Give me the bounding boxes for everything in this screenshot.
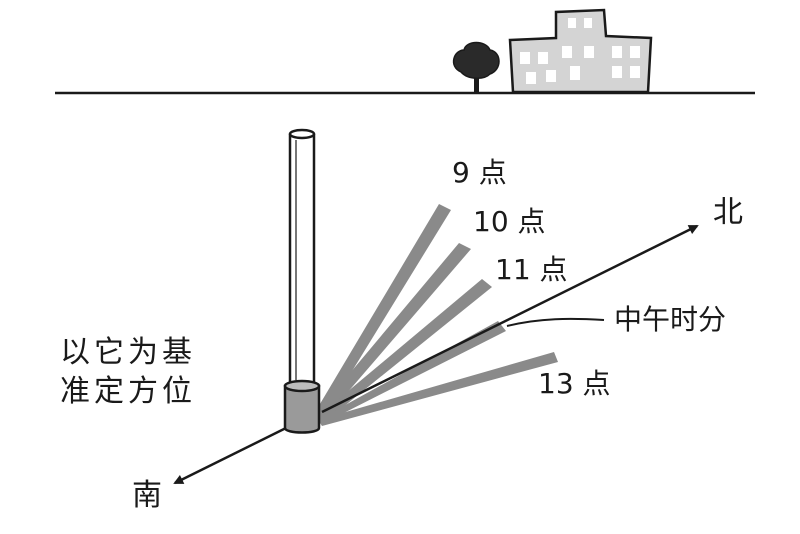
label-13-oclock: 13 点 (538, 367, 611, 400)
shadow-noon (318, 321, 506, 424)
south-arrow (173, 426, 287, 485)
school-building-icon (508, 8, 653, 94)
label-north: 北 (713, 195, 743, 230)
note-line-1: 以它为基 (60, 335, 196, 370)
shadow-10 (314, 243, 471, 422)
shadow-9 (314, 204, 451, 420)
label-noon: 中午时分 (614, 303, 727, 336)
shadow-11 (316, 279, 492, 424)
north-arrow (321, 224, 699, 414)
label-9-oclock: 9 点 (452, 156, 507, 189)
note-line-2: 准定方位 (60, 374, 196, 409)
label-south: 南 (132, 478, 162, 513)
horizon-line (54, 91, 756, 95)
pole (283, 128, 321, 434)
tree-icon (452, 41, 500, 93)
shadow-13 (318, 352, 558, 426)
pole-base (283, 384, 321, 434)
noon-leader-line (506, 317, 605, 327)
label-11-oclock: 11 点 (495, 253, 568, 286)
shadow-fan (314, 204, 558, 426)
label-10-oclock: 10 点 (473, 205, 546, 238)
